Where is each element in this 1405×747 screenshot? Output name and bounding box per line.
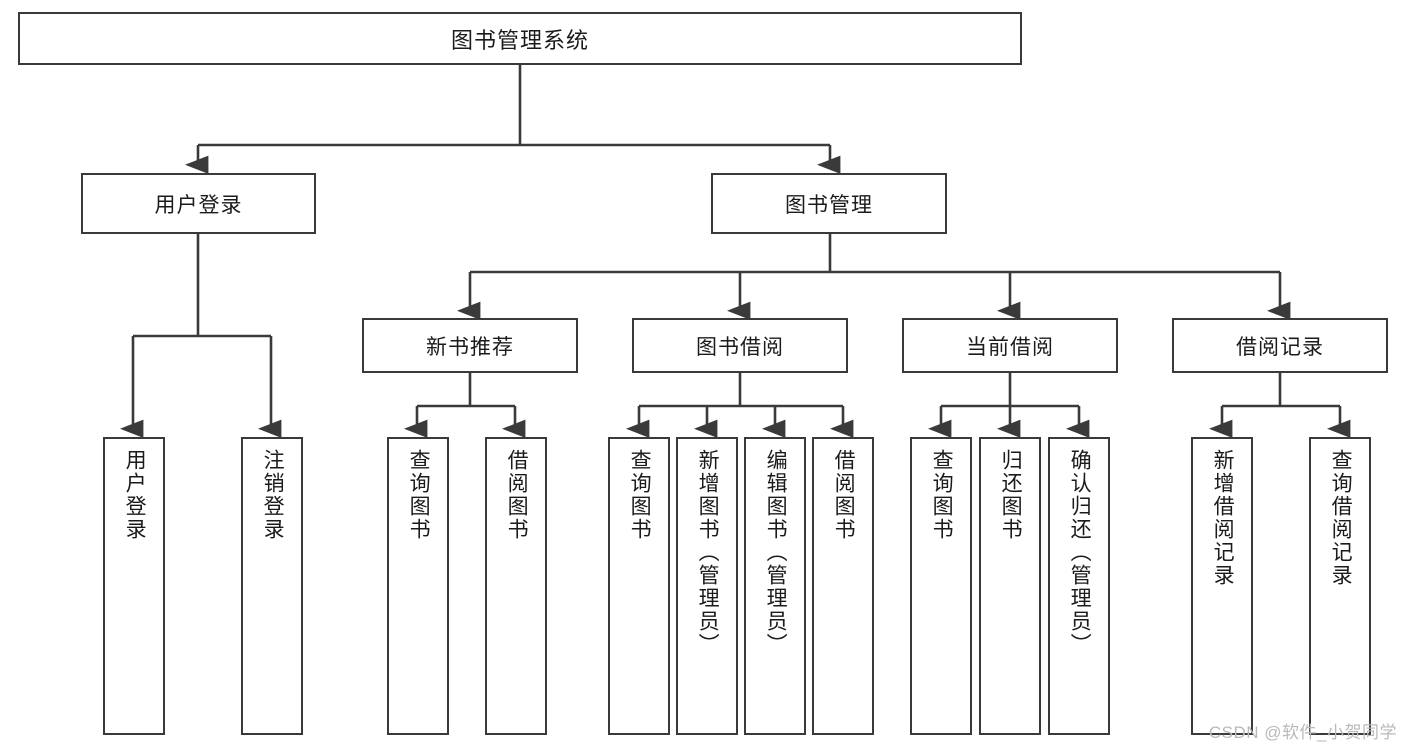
leaf-borrow-book[interactable]: 借阅图书 xyxy=(812,437,874,735)
leaf-query-borrow-record[interactable]: 查询借阅记录 xyxy=(1309,437,1371,735)
leaf-user-login[interactable]: 用户登录 xyxy=(103,437,165,735)
node-root-book-management-system[interactable]: 图书管理系统 xyxy=(18,12,1022,65)
node-book-borrowing[interactable]: 图书借阅 xyxy=(632,318,848,373)
node-borrow-records[interactable]: 借阅记录 xyxy=(1172,318,1388,373)
node-current-borrowing[interactable]: 当前借阅 xyxy=(902,318,1118,373)
leaf-query-book-borrow[interactable]: 查询图书 xyxy=(608,437,670,735)
leaf-label: 查询借阅记录 xyxy=(1329,449,1353,587)
leaf-label: 借阅图书 xyxy=(505,449,529,541)
node-label: 借阅记录 xyxy=(1236,335,1324,359)
leaf-label: 编辑图书（管理员） xyxy=(764,449,788,656)
leaf-label: 新增图书（管理员） xyxy=(696,449,720,656)
node-label: 图书管理 xyxy=(785,193,873,217)
leaf-label: 用户登录 xyxy=(123,449,147,541)
leaf-label: 借阅图书 xyxy=(832,449,856,541)
leaf-query-book-current[interactable]: 查询图书 xyxy=(910,437,972,735)
leaf-label: 注销登录 xyxy=(261,449,285,541)
leaf-return-book[interactable]: 归还图书 xyxy=(979,437,1041,735)
node-label: 图书管理系统 xyxy=(450,27,589,53)
leaf-label: 查询图书 xyxy=(930,449,954,541)
leaf-label: 查询图书 xyxy=(628,449,652,541)
leaf-confirm-return-admin[interactable]: 确认归还（管理员） xyxy=(1048,437,1110,735)
node-label: 新书推荐 xyxy=(426,335,514,359)
leaf-edit-book-admin[interactable]: 编辑图书（管理员） xyxy=(744,437,806,735)
node-book-management[interactable]: 图书管理 xyxy=(711,173,947,234)
leaf-label: 查询图书 xyxy=(407,449,431,541)
node-new-book-recommendation[interactable]: 新书推荐 xyxy=(362,318,578,373)
leaf-label: 新增借阅记录 xyxy=(1211,449,1235,587)
leaf-label: 归还图书 xyxy=(999,449,1023,541)
csdn-watermark: CSDN @软件_小贺同学 xyxy=(1208,723,1397,742)
leaf-add-book-admin[interactable]: 新增图书（管理员） xyxy=(676,437,738,735)
node-label: 用户登录 xyxy=(154,193,243,217)
node-label: 图书借阅 xyxy=(696,335,784,359)
leaf-borrow-book-new[interactable]: 借阅图书 xyxy=(485,437,547,735)
node-label: 当前借阅 xyxy=(966,335,1054,359)
leaf-query-book-new[interactable]: 查询图书 xyxy=(387,437,449,735)
leaf-logout[interactable]: 注销登录 xyxy=(241,437,303,735)
node-user-login[interactable]: 用户登录 xyxy=(81,173,316,234)
leaf-label: 确认归还（管理员） xyxy=(1068,449,1092,656)
leaf-add-borrow-record[interactable]: 新增借阅记录 xyxy=(1191,437,1253,735)
